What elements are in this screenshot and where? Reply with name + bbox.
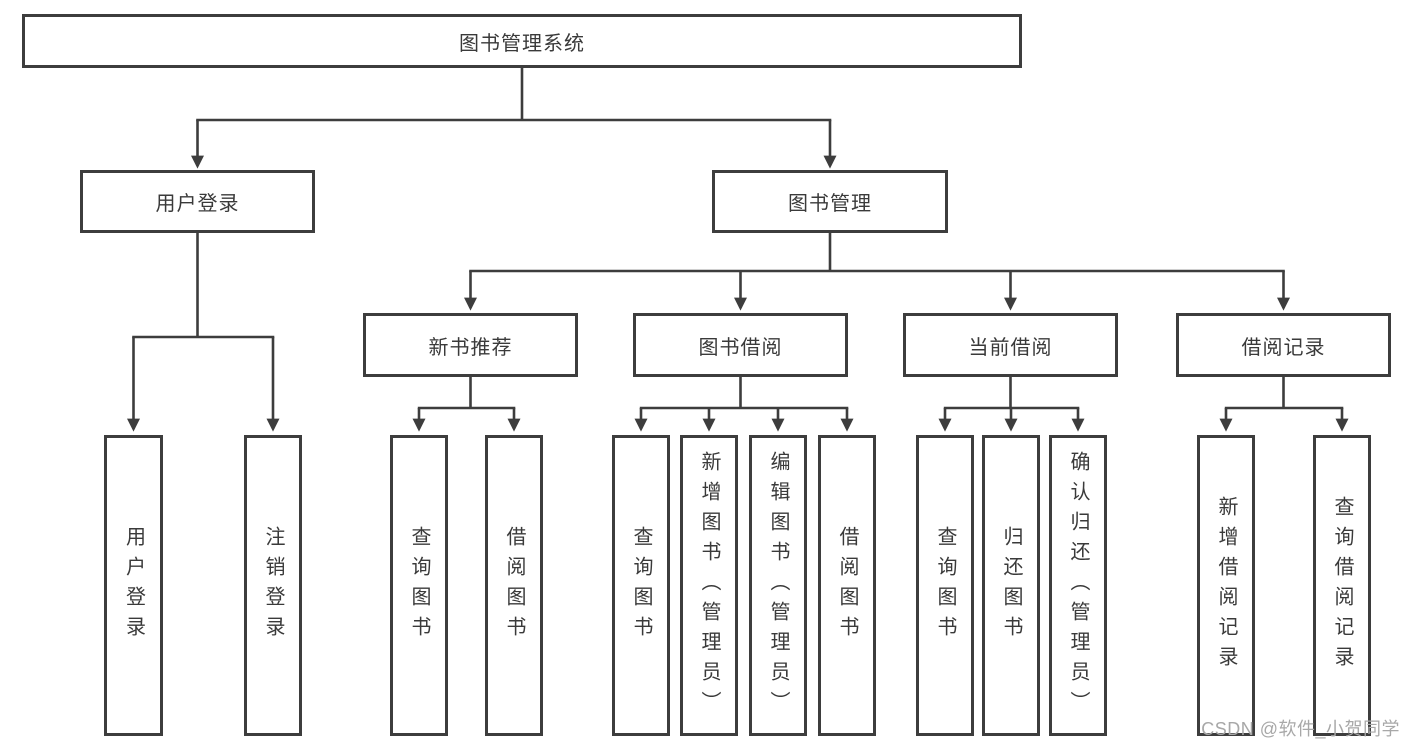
leaf-records-query-borrow-record: 查询借阅记录 — [1313, 435, 1371, 736]
leaf-records-add-borrow-record: 新增借阅记录 — [1197, 435, 1255, 736]
leaf-user-login: 用户登录 — [104, 435, 163, 736]
node-user-login: 用户登录 — [80, 170, 315, 233]
node-current-borrowing: 当前借阅 — [903, 313, 1118, 377]
node-new-book-recommendation: 新书推荐 — [363, 313, 578, 377]
leaf-newbooks-borrow-books: 借阅图书 — [485, 435, 543, 736]
leaf-current-confirm-return-admin: 确认归还（管理员） — [1049, 435, 1107, 736]
leaf-newbooks-query-books: 查询图书 — [390, 435, 448, 736]
leaf-logout: 注销登录 — [244, 435, 302, 736]
node-borrowing-records: 借阅记录 — [1176, 313, 1391, 377]
leaf-borrow-edit-books-admin: 编辑图书（管理员） — [749, 435, 807, 736]
leaf-borrow-borrow-books: 借阅图书 — [818, 435, 876, 736]
node-book-management-system: 图书管理系统 — [22, 14, 1022, 68]
node-book-borrowing: 图书借阅 — [633, 313, 848, 377]
leaf-borrow-query-books: 查询图书 — [612, 435, 670, 736]
leaf-current-return-books: 归还图书 — [982, 435, 1040, 736]
leaf-borrow-add-books-admin: 新增图书（管理员） — [680, 435, 738, 736]
node-book-management: 图书管理 — [712, 170, 948, 233]
leaf-current-query-books: 查询图书 — [916, 435, 974, 736]
